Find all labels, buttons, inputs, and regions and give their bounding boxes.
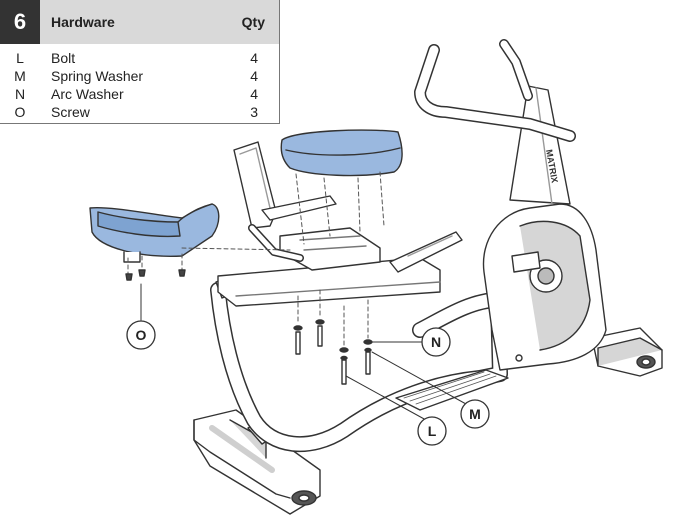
hardware-name: Arc Washer bbox=[51, 86, 124, 102]
backrest bbox=[233, 141, 304, 262]
hardware-row-spring-washer: M Spring Washer 4 bbox=[0, 68, 279, 86]
hardware-qty: 4 bbox=[250, 50, 258, 66]
svg-text:O: O bbox=[136, 327, 147, 343]
callout-leaders bbox=[140, 283, 467, 421]
hardware-table: 6 Hardware Qty L Bolt 4 M Spring Washer … bbox=[0, 0, 280, 124]
step-number: 6 bbox=[0, 0, 40, 44]
hardware-name: Spring Washer bbox=[51, 68, 144, 84]
svg-text:L: L bbox=[428, 423, 437, 439]
hardware-header-label: Hardware bbox=[51, 14, 115, 30]
side-handles bbox=[261, 195, 463, 273]
callout-L: L bbox=[417, 416, 447, 446]
hardware-row-bolt: L Bolt 4 bbox=[0, 50, 279, 68]
pedal-platform bbox=[395, 369, 509, 411]
hardware-table-header: 6 Hardware Qty bbox=[0, 0, 279, 44]
callout-N: N bbox=[421, 327, 451, 357]
callout-M: M bbox=[460, 399, 490, 429]
hardware-code: N bbox=[14, 86, 26, 102]
hardware-qty: 4 bbox=[250, 68, 258, 84]
svg-text:M: M bbox=[469, 406, 481, 422]
front-stabilizer bbox=[591, 327, 663, 377]
hardware-name: Screw bbox=[51, 104, 90, 120]
hardware-qty: 4 bbox=[250, 86, 258, 102]
hardware-code: M bbox=[14, 68, 26, 84]
qty-header-label: Qty bbox=[241, 14, 265, 30]
hardware-row-screw: O Screw 3 bbox=[0, 104, 279, 122]
flywheel-housing bbox=[482, 203, 607, 371]
hardware-name: Bolt bbox=[51, 50, 76, 66]
hardware-qty: 3 bbox=[250, 104, 258, 120]
svg-text:N: N bbox=[431, 334, 441, 350]
hardware-code: L bbox=[16, 50, 24, 66]
seat-shroud bbox=[89, 203, 220, 263]
front-mast: MATRIX bbox=[509, 85, 571, 205]
hardware-row-arc-washer: N Arc Washer 4 bbox=[0, 86, 279, 104]
callout-O: O bbox=[126, 320, 156, 350]
hardware-code: O bbox=[14, 104, 26, 120]
bolts-L bbox=[293, 319, 373, 385]
main-frame bbox=[210, 275, 508, 453]
seat-cushion bbox=[280, 129, 403, 177]
screws-O bbox=[125, 269, 186, 281]
handlebar bbox=[414, 39, 576, 142]
